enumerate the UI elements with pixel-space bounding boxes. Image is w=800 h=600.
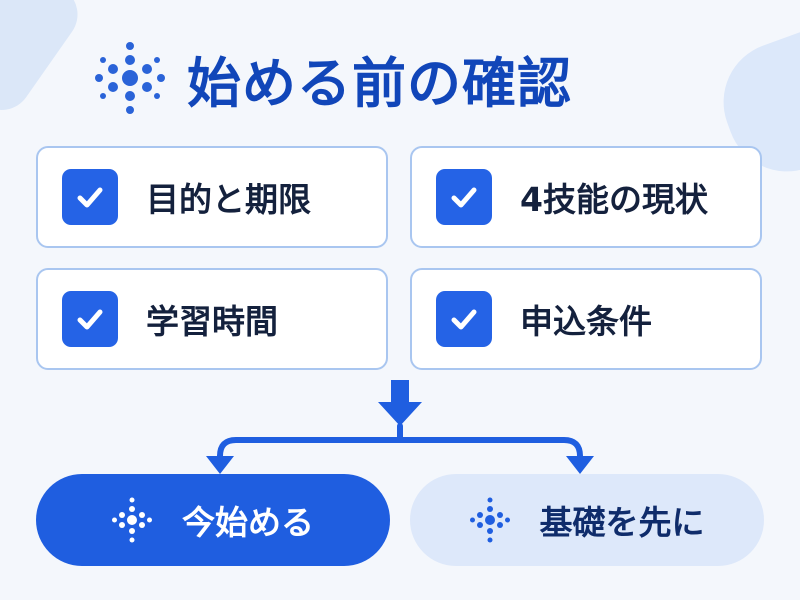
choice-label: 基礎を先に — [539, 503, 705, 542]
sparkle-dots-icon — [112, 497, 152, 543]
checklist-item-label: 4技能の現状 — [520, 180, 708, 219]
checklist-item: 申込条件 — [410, 268, 762, 370]
checklist-item-label: 学習時間 — [146, 302, 278, 341]
checkbox-checked-icon — [62, 291, 118, 347]
choice-label: 今始める — [182, 503, 314, 542]
checklist-item-label: 申込条件 — [520, 302, 652, 341]
checkbox-checked-icon — [436, 291, 492, 347]
sparkle-dots-icon — [95, 42, 165, 114]
checkbox-checked-icon — [62, 169, 118, 225]
start-now-button[interactable]: 今始める — [36, 474, 390, 566]
checklist-item-label: 目的と期限 — [146, 180, 311, 219]
checkbox-checked-icon — [436, 169, 492, 225]
checklist-item: 学習時間 — [36, 268, 388, 370]
page-title: 始める前の確認 — [187, 51, 572, 115]
checklist-item: 目的と期限 — [36, 146, 388, 248]
basics-first-button[interactable]: 基礎を先に — [410, 474, 764, 566]
sparkle-dots-icon — [469, 497, 510, 543]
arrow-down-icon — [378, 380, 422, 426]
title-row: 始める前の確認 — [95, 38, 572, 118]
checklist-item: 4技能の現状 — [410, 146, 762, 248]
